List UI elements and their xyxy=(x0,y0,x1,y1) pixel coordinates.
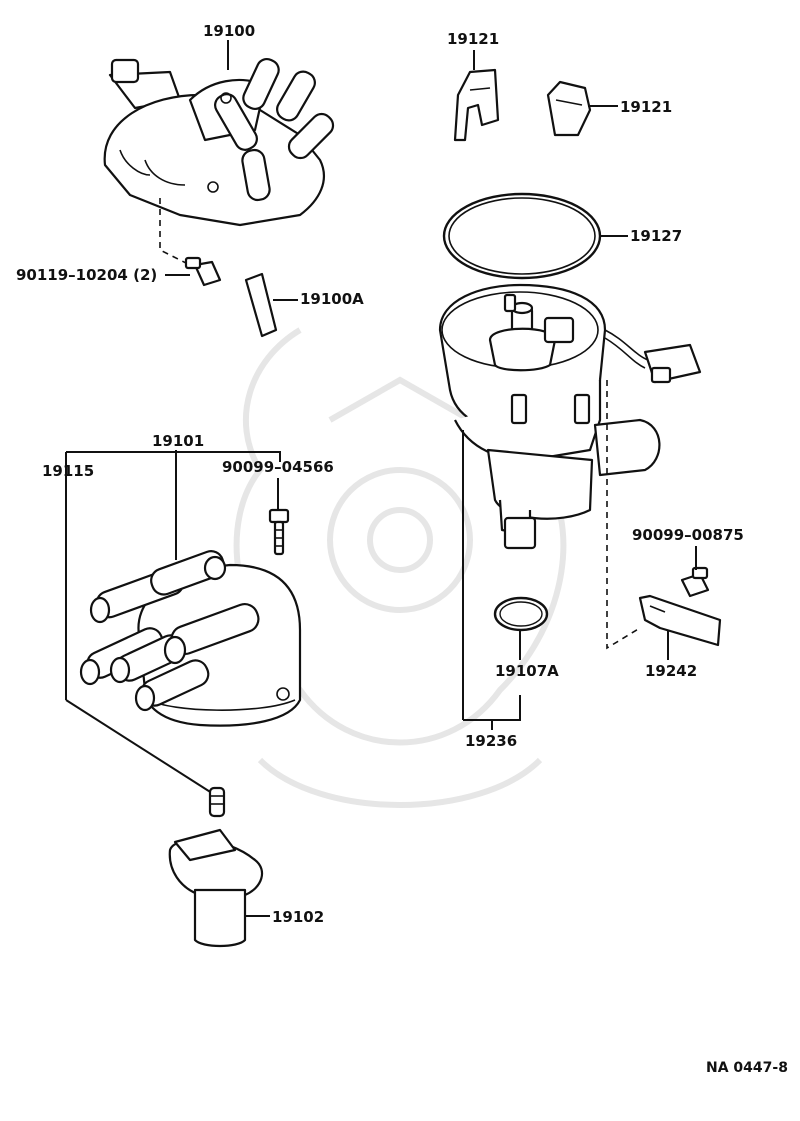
connector-19121-a[interactable] xyxy=(453,68,500,142)
distributor-cap-19101[interactable] xyxy=(79,548,302,727)
label-plate-19100A[interactable] xyxy=(244,272,278,338)
diagram-id: NA 0447-8 xyxy=(706,1060,788,1076)
label-90119-10204: 90119–10204 (2) xyxy=(16,266,157,284)
distributor-assembly-19100[interactable] xyxy=(103,56,338,227)
center-contact-spring[interactable] xyxy=(208,786,226,818)
connector-19121-b[interactable] xyxy=(546,80,592,137)
screw-90099-04566[interactable] xyxy=(268,508,290,556)
rotor-19102[interactable] xyxy=(168,828,264,948)
label-19121-a: 19121 xyxy=(447,30,499,48)
label-19100: 19100 xyxy=(203,22,255,40)
label-19242: 19242 xyxy=(645,662,697,680)
o-ring-19107A[interactable] xyxy=(493,596,549,632)
o-ring-19127[interactable] xyxy=(442,192,602,280)
label-19115: 19115 xyxy=(42,462,94,480)
label-90099-00875: 90099–00875 xyxy=(632,526,744,544)
dash-guide-19242 xyxy=(606,380,641,650)
bracket-19115-diagonal xyxy=(65,699,216,796)
bracket-19236-bottom xyxy=(463,695,521,721)
bolt-90099-00875[interactable] xyxy=(680,566,710,598)
distributor-housing-19236[interactable] xyxy=(438,283,702,550)
label-19107A: 19107A xyxy=(495,662,559,680)
bracket-19115-top xyxy=(66,451,281,462)
label-90099-04566: 90099–04566 xyxy=(222,458,334,476)
label-19236: 19236 xyxy=(465,732,517,750)
label-19101: 19101 xyxy=(152,432,204,450)
label-19100A: 19100A xyxy=(300,290,364,308)
bolt-90119-10204[interactable] xyxy=(184,256,222,287)
label-19102: 19102 xyxy=(272,908,324,926)
label-19121-b: 19121 xyxy=(620,98,672,116)
label-19127: 19127 xyxy=(630,227,682,245)
bracket-19242[interactable] xyxy=(638,594,722,647)
